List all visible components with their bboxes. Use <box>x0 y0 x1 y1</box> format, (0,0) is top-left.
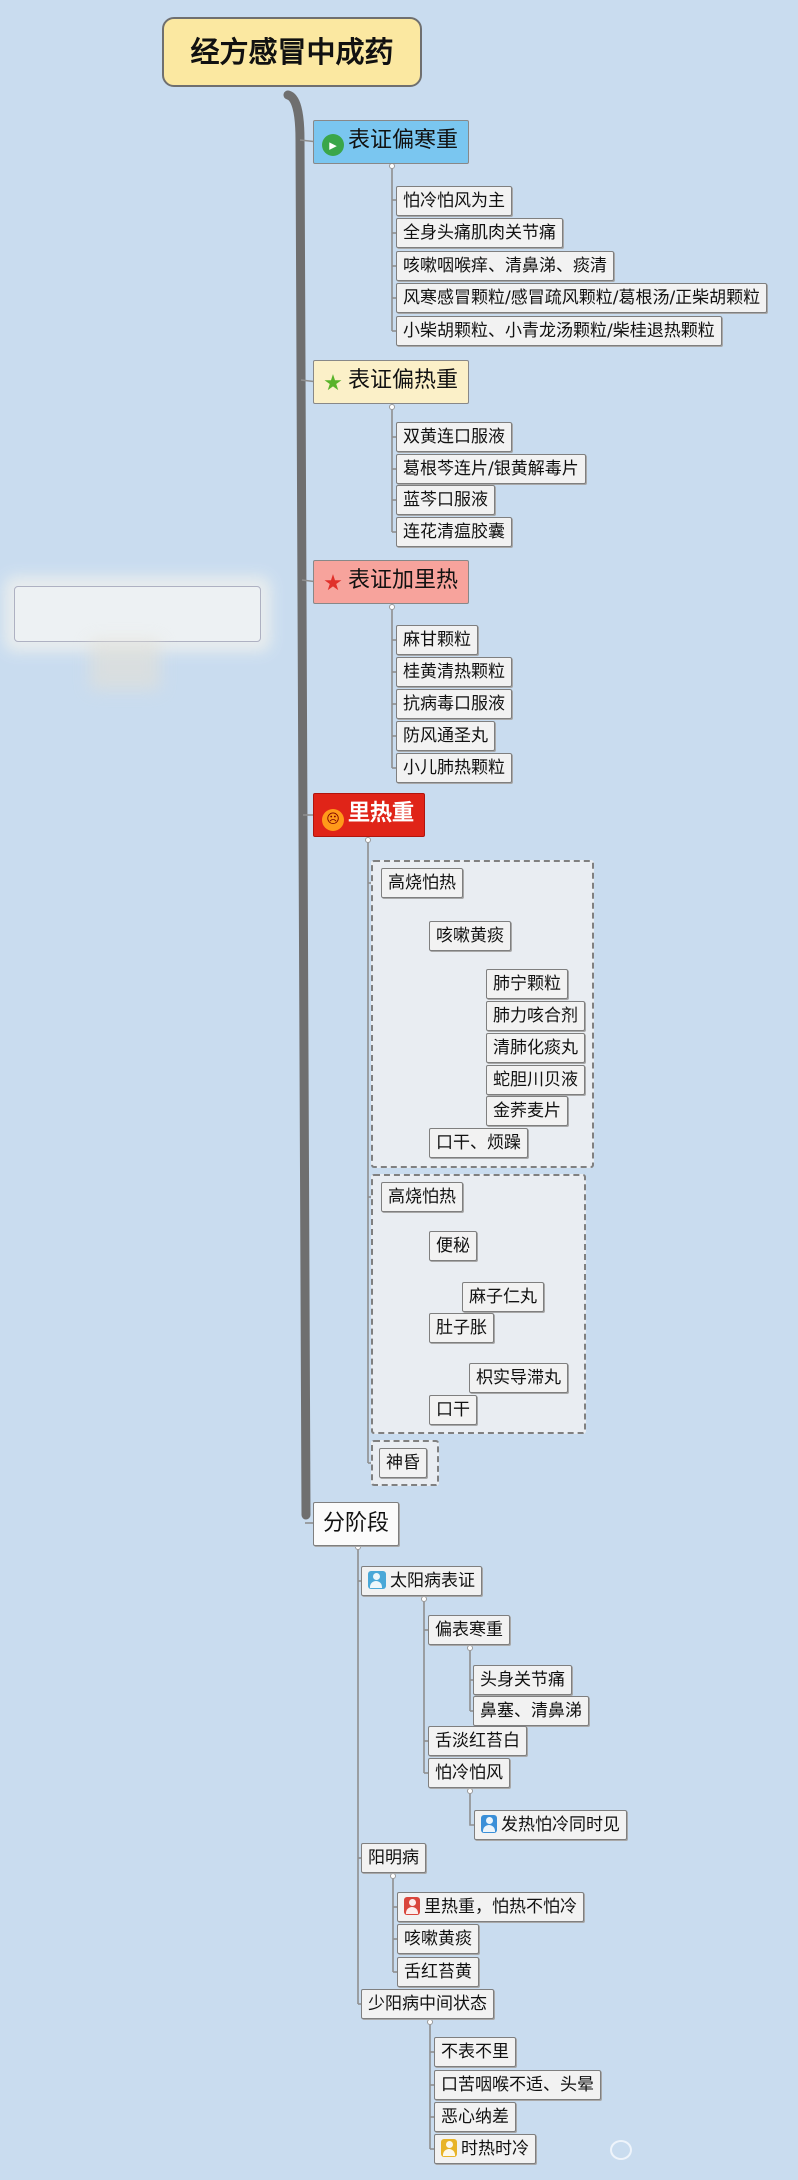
inner-item-4[interactable]: 防风通圣丸 <box>396 721 495 751</box>
box1-cough[interactable]: 咳嗽黄痰 <box>429 921 511 951</box>
taiyang-sub[interactable]: 偏表寒重 <box>428 1615 510 1645</box>
star-icon: ★ <box>323 571 343 596</box>
shaoyang-item-4-label: 时热时冷 <box>461 2139 529 2159</box>
yangming-item-2[interactable]: 咳嗽黄痰 <box>397 1924 479 1954</box>
shaoyang-item-1[interactable]: 不表不里 <box>434 2037 516 2067</box>
stage-taiyang[interactable]: 太阳病表证 <box>361 1566 482 1596</box>
heat-item-4[interactable]: 连花清瘟胶囊 <box>396 517 512 547</box>
person-icon <box>441 2139 457 2157</box>
heat-item-3[interactable]: 蓝芩口服液 <box>396 485 495 515</box>
play-icon: ▸ <box>322 134 344 156</box>
taiyang-chills-note[interactable]: 发热怕冷同时见 <box>474 1810 627 1840</box>
inner-item-1[interactable]: 麻甘颗粒 <box>396 625 478 655</box>
inner-item-3[interactable]: 抗病毒口服液 <box>396 689 512 719</box>
cold-item-2[interactable]: 全身头痛肌肉关节痛 <box>396 218 563 248</box>
category-cold-label: 表证偏寒重 <box>348 128 459 153</box>
yangming-item-1-label: 里热重，怕热不怕冷 <box>424 1897 577 1917</box>
category-cold[interactable]: ▸表证偏寒重 <box>313 120 470 164</box>
cold-item-4[interactable]: 风寒感冒颗粒/感冒疏风颗粒/葛根汤/正柴胡颗粒 <box>396 283 768 313</box>
watermark-icon <box>610 2140 632 2160</box>
cold-item-3[interactable]: 咳嗽咽喉痒、清鼻涕、痰清 <box>396 251 614 281</box>
shaoyang-item-3[interactable]: 恶心纳差 <box>434 2102 516 2132</box>
stage-shaoyang[interactable]: 少阳病中间状态 <box>361 1989 494 2019</box>
star-icon: ★ <box>323 371 343 396</box>
category-inner-heat[interactable]: ★表证加里热 <box>313 560 470 604</box>
blurred-note <box>14 586 261 642</box>
box1-med-4[interactable]: 蛇胆川贝液 <box>486 1065 585 1095</box>
category-heat[interactable]: ★表证偏热重 <box>313 360 470 404</box>
root-title[interactable]: 经方感冒中成药 <box>162 17 422 87</box>
stage-yangming[interactable]: 阳明病 <box>361 1843 426 1873</box>
stage-taiyang-label: 太阳病表证 <box>390 1571 475 1591</box>
taiyang-sub-item-1[interactable]: 头身关节痛 <box>473 1665 572 1695</box>
shaoyang-item-4[interactable]: 时热时冷 <box>434 2134 536 2164</box>
category-heavy-heat-label: 里热重 <box>348 801 415 826</box>
box1-head[interactable]: 高烧怕热 <box>381 868 463 898</box>
box2-constipation[interactable]: 便秘 <box>429 1231 477 1261</box>
cold-item-1[interactable]: 怕冷怕风为主 <box>396 186 512 216</box>
category-heat-label: 表证偏热重 <box>348 368 459 393</box>
heat-item-1[interactable]: 双黄连口服液 <box>396 422 512 452</box>
box1-med-5[interactable]: 金荞麦片 <box>486 1096 568 1126</box>
category-inner-heat-label: 表证加里热 <box>348 568 459 593</box>
inner-item-2[interactable]: 桂黄清热颗粒 <box>396 657 512 687</box>
box1-med-1[interactable]: 肺宁颗粒 <box>486 969 568 999</box>
shaoyang-item-2[interactable]: 口苦咽喉不适、头晕 <box>434 2070 601 2100</box>
box1-tail[interactable]: 口干、烦躁 <box>429 1128 528 1158</box>
taiyang-tongue[interactable]: 舌淡红苔白 <box>428 1726 527 1756</box>
people-icon <box>368 1571 386 1589</box>
box2-tail[interactable]: 口干 <box>429 1395 477 1425</box>
box2-head[interactable]: 高烧怕热 <box>381 1182 463 1212</box>
category-stages[interactable]: 分阶段 <box>313 1502 400 1546</box>
person-icon <box>481 1815 497 1833</box>
inner-item-5[interactable]: 小儿肺热颗粒 <box>396 753 512 783</box>
heat-item-2[interactable]: 葛根芩连片/银黄解毒片 <box>396 454 586 484</box>
box2-bloating-med[interactable]: 枳实导滞丸 <box>469 1363 568 1393</box>
box3-coma[interactable]: 神昏 <box>379 1448 427 1478</box>
person-icon <box>404 1897 420 1915</box>
angry-face-icon: ☹ <box>322 809 344 831</box>
taiyang-chills[interactable]: 怕冷怕风 <box>428 1758 510 1788</box>
taiyang-chills-note-label: 发热怕冷同时见 <box>501 1815 620 1835</box>
yangming-item-1[interactable]: 里热重，怕热不怕冷 <box>397 1892 584 1922</box>
box2-constipation-med[interactable]: 麻子仁丸 <box>462 1282 544 1312</box>
yangming-item-3[interactable]: 舌红苔黄 <box>397 1957 479 1987</box>
category-heavy-heat[interactable]: ☹里热重 <box>313 793 426 837</box>
box1-med-3[interactable]: 清肺化痰丸 <box>486 1033 585 1063</box>
taiyang-sub-item-2[interactable]: 鼻塞、清鼻涕 <box>473 1696 589 1726</box>
blurred-smudge <box>90 640 160 690</box>
box1-med-2[interactable]: 肺力咳合剂 <box>486 1001 585 1031</box>
cold-item-5[interactable]: 小柴胡颗粒、小青龙汤颗粒/柴桂退热颗粒 <box>396 316 722 346</box>
box2-bloating[interactable]: 肚子胀 <box>429 1313 494 1343</box>
